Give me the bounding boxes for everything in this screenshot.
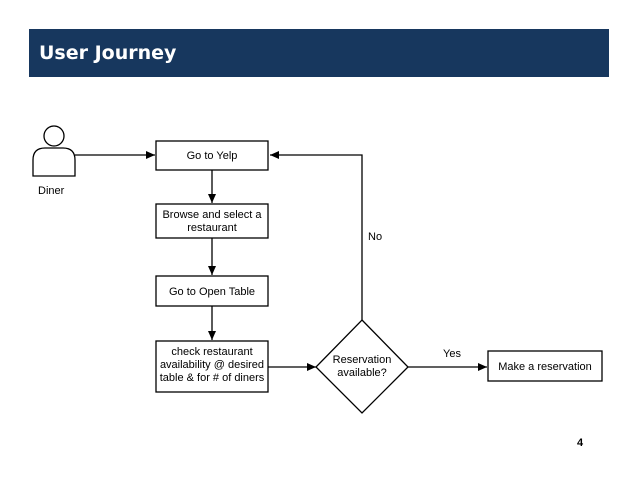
diner-label: Diner <box>38 185 65 197</box>
node-check-label-line3: table & for # of diners <box>160 372 265 384</box>
node-reservation-available-decision <box>315 319 409 414</box>
node-browse-label-line2: restaurant <box>187 222 237 234</box>
page-number: 4 <box>577 437 584 449</box>
node-browse-label-line1: Browse and select a <box>162 209 262 221</box>
edge-label-yes: Yes <box>443 348 461 360</box>
node-make-reservation <box>487 350 603 382</box>
node-go-to-yelp-label: Go to Yelp <box>187 150 238 162</box>
node-browse-restaurant <box>155 203 269 239</box>
node-go-to-yelp <box>155 140 269 171</box>
node-check-availability <box>155 340 269 393</box>
edge-decision-no-to-yelp <box>270 151 363 320</box>
decision-label-line1: Reservation <box>333 354 392 366</box>
decision-label-line2: available? <box>337 367 387 379</box>
edge-label-no: No <box>368 231 382 243</box>
node-go-to-open-table <box>155 275 269 307</box>
slide-title: User Journey <box>39 42 177 64</box>
node-check-label-line2: availability @ desired <box>160 359 264 371</box>
node-make-reservation-label: Make a reservation <box>498 361 592 373</box>
diner-actor-icon <box>32 125 76 177</box>
node-check-label-line1: check restaurant <box>171 346 252 358</box>
slide-title-bar: User Journey <box>29 29 609 77</box>
node-open-table-label: Go to Open Table <box>169 286 255 298</box>
